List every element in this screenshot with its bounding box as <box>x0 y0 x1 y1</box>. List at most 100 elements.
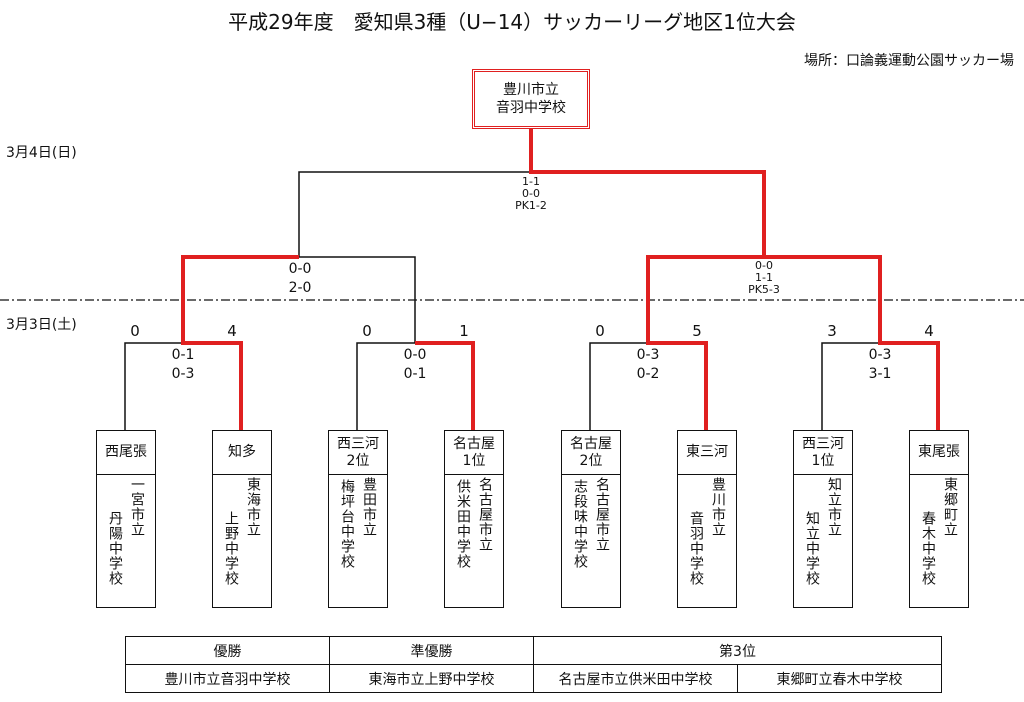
team-region-name: 西三河 <box>802 435 844 452</box>
team-name: 名古屋市立 供米田中学校 <box>445 475 503 569</box>
semi-score-right-line3: PK5-3 <box>748 283 780 296</box>
team-box: 名古屋 2位 名古屋市立 志段味中学校 <box>561 430 621 608</box>
runner-up-name: 東海市立上野中学校 <box>329 664 534 693</box>
seed-score: 0 <box>595 322 605 340</box>
final-score-line1: 1-1 <box>522 175 540 188</box>
team-school: 上野中学校 <box>223 511 239 586</box>
champion-line2: 音羽中学校 <box>496 100 566 116</box>
team-school: 音羽中学校 <box>688 511 704 586</box>
champion-line1: 豊川市立 <box>503 82 559 98</box>
team-region-name: 東尾張 <box>918 444 960 460</box>
team-school: 供米田中学校 <box>455 479 471 569</box>
team-school: 知立中学校 <box>804 511 820 586</box>
qf-score-3-line1: 0-3 <box>636 347 660 363</box>
team-municipality: 東海市立 <box>245 477 261 537</box>
results-value-row: 豊川市立音羽中学校 東海市立上野中学校 名古屋市立供米田中学校 東郷町立春木中学… <box>125 664 942 693</box>
team-region: 西尾張 <box>97 431 155 475</box>
qf-score-3: 0-3 0-2 <box>618 346 678 384</box>
header-third: 第3位 <box>533 636 942 665</box>
team-region: 知多 <box>213 431 271 475</box>
header-winner: 優勝 <box>125 636 330 665</box>
seed-score: 5 <box>692 322 702 340</box>
team-municipality: 名古屋市立 <box>594 477 610 552</box>
team-school: 志段味中学校 <box>572 479 588 569</box>
team-box: 西三河 2位 豊田市立 梅坪台中学校 <box>328 430 388 608</box>
date-day1: 3月3日(土) <box>6 317 77 333</box>
team-region-name: 名古屋 <box>453 435 495 452</box>
third-place-name: 東郷町立春木中学校 <box>737 664 942 693</box>
qf-score-4-line2: 3-1 <box>868 366 892 382</box>
final-score-line3: PK1-2 <box>515 199 547 212</box>
team-box: 東尾張 東郷町立 春木中学校 <box>909 430 969 608</box>
team-region-name: 名古屋 <box>570 435 612 452</box>
team-region: 西三河 1位 <box>794 431 852 475</box>
third-place-name: 名古屋市立供米田中学校 <box>533 664 738 693</box>
semi-score-left: 0-0 2-0 <box>260 260 340 298</box>
header-runner-up: 準優勝 <box>329 636 534 665</box>
team-region-rank: 2位 <box>579 452 603 469</box>
team-region-name: 知多 <box>228 444 256 460</box>
qf-score-4: 0-3 3-1 <box>850 346 910 384</box>
qf-score-2-line1: 0-0 <box>403 347 427 363</box>
team-municipality: 名古屋市立 <box>477 477 493 552</box>
team-box: 知多 東海市立 上野中学校 <box>212 430 272 608</box>
team-region-name: 西三河 <box>337 435 379 452</box>
semi-score-left-line2: 2-0 <box>288 280 312 296</box>
qf-score-4-line1: 0-3 <box>868 347 892 363</box>
team-box: 西三河 1位 知立市立 知立中学校 <box>793 430 853 608</box>
semi-score-right-line1: 0-0 <box>755 259 773 272</box>
team-region: 西三河 2位 <box>329 431 387 475</box>
team-municipality: 豊田市立 <box>361 477 377 537</box>
seed-score: 4 <box>924 322 934 340</box>
team-region-rank: 2位 <box>346 452 370 469</box>
team-region-rank: 1位 <box>811 452 835 469</box>
team-region: 名古屋 1位 <box>445 431 503 475</box>
seed-score: 0 <box>130 322 140 340</box>
qf-score-1-line1: 0-1 <box>171 347 195 363</box>
date-day2: 3月4日(日) <box>6 145 77 161</box>
seed-score: 3 <box>827 322 837 340</box>
team-municipality: 一宮市立 <box>129 477 145 537</box>
team-school: 丹陽中学校 <box>107 511 123 586</box>
team-region-rank: 1位 <box>462 452 486 469</box>
team-municipality: 豊川市立 <box>710 477 726 537</box>
team-name: 名古屋市立 志段味中学校 <box>562 475 620 569</box>
team-box: 名古屋 1位 名古屋市立 供米田中学校 <box>444 430 504 608</box>
team-municipality: 東郷町立 <box>942 477 958 537</box>
team-school: 梅坪台中学校 <box>339 479 355 569</box>
semi-score-right-line2: 1-1 <box>755 271 773 284</box>
qf-score-2-line2: 0-1 <box>403 366 427 382</box>
winner-name: 豊川市立音羽中学校 <box>125 664 330 693</box>
team-region-name: 西尾張 <box>105 444 147 460</box>
venue-label: 場所：口論義運動公園サッカー場 <box>804 53 1014 69</box>
team-box: 東三河 豊川市立 音羽中学校 <box>677 430 737 608</box>
team-region: 名古屋 2位 <box>562 431 620 475</box>
qf-score-1: 0-1 0-3 <box>153 346 213 384</box>
results-table: 優勝 準優勝 第3位 豊川市立音羽中学校 東海市立上野中学校 名古屋市立供米田中… <box>125 636 942 693</box>
seed-score: 1 <box>459 322 469 340</box>
team-name: 豊川市立 音羽中学校 <box>678 475 736 586</box>
team-name: 東海市立 上野中学校 <box>213 475 271 586</box>
team-region: 東三河 <box>678 431 736 475</box>
semi-score-left-line1: 0-0 <box>288 261 312 277</box>
team-name: 東郷町立 春木中学校 <box>910 475 968 586</box>
seed-score: 4 <box>227 322 237 340</box>
qf-score-3-line2: 0-2 <box>636 366 660 382</box>
team-name: 知立市立 知立中学校 <box>794 475 852 586</box>
team-region-name: 東三河 <box>686 444 728 460</box>
team-region: 東尾張 <box>910 431 968 475</box>
semi-score-right: 0-0 1-1 PK5-3 <box>724 260 804 296</box>
page-title: 平成29年度 愛知県3種（U−14）サッカーリーグ地区1位大会 <box>228 10 796 34</box>
results-header-row: 優勝 準優勝 第3位 <box>125 636 942 665</box>
team-municipality: 知立市立 <box>826 477 842 537</box>
final-score: 1-1 0-0 PK1-2 <box>491 176 571 212</box>
team-school: 春木中学校 <box>920 511 936 586</box>
final-score-line2: 0-0 <box>522 187 540 200</box>
bracket-red <box>181 129 940 430</box>
qf-score-1-line2: 0-3 <box>171 366 195 382</box>
qf-score-2: 0-0 0-1 <box>385 346 445 384</box>
team-name: 一宮市立 丹陽中学校 <box>97 475 155 586</box>
champion-box: 豊川市立 音羽中学校 <box>472 69 590 129</box>
team-name: 豊田市立 梅坪台中学校 <box>329 475 387 569</box>
